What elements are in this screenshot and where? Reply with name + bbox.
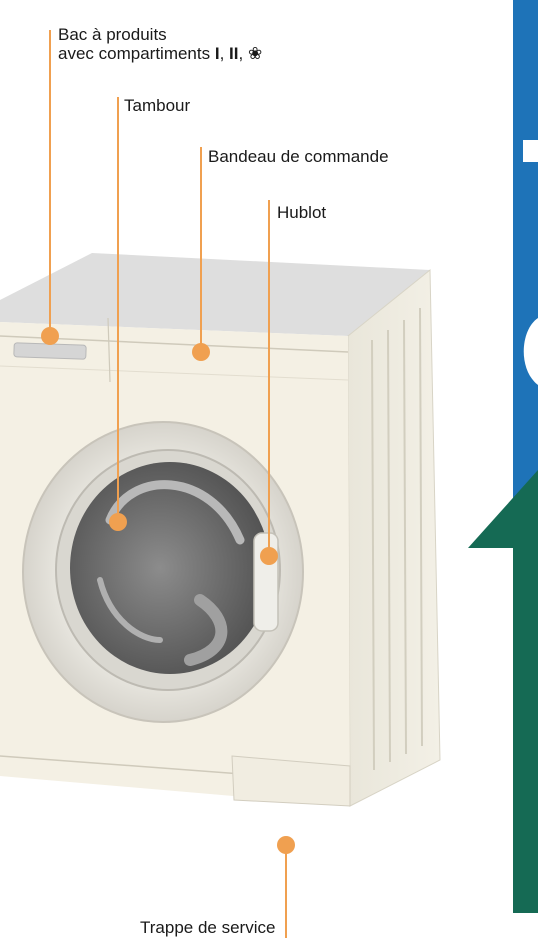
drum-highlight-3 xyxy=(97,577,163,643)
softener-flower-icon: ❀ xyxy=(247,44,263,63)
label-compartment-2: II xyxy=(229,44,239,63)
blue-panel xyxy=(513,0,538,500)
callout-dots xyxy=(41,327,295,854)
machine-side xyxy=(347,268,441,807)
callout-dot-drum xyxy=(109,513,127,531)
drum xyxy=(70,462,270,674)
label-porthole: Hublot xyxy=(277,203,327,222)
service-flap-door xyxy=(231,755,351,807)
control-panel-bottom xyxy=(0,365,349,381)
label-control-panel: Bandeau de commande xyxy=(208,147,389,166)
callout-lines xyxy=(49,30,287,938)
label-detergent-line2: avec compartiments I, II, ❀ xyxy=(58,44,262,63)
machine-top xyxy=(0,253,430,336)
label-service-flap: Trappe de service xyxy=(140,918,276,937)
label-detergent-line1: Bac à produits xyxy=(58,25,167,44)
green-panel-arrow xyxy=(468,470,538,548)
drum-highlight-1 xyxy=(105,480,245,545)
label-drum: Tambour xyxy=(124,96,191,115)
decorative-panels xyxy=(468,0,538,913)
blue-panel-glyph xyxy=(523,318,538,385)
side-ribs xyxy=(371,307,423,771)
callout-dot-service xyxy=(277,836,295,854)
label-detergent-drawer: Bac à produits avec compartiments I, II,… xyxy=(58,25,262,63)
drum-highlight-2 xyxy=(184,594,228,666)
callout-dot-porthole xyxy=(260,547,278,565)
label-separator-1: , xyxy=(219,44,230,63)
detergent-drawer-handle xyxy=(13,342,87,360)
green-panel xyxy=(513,548,538,913)
blue-panel-notch xyxy=(523,140,538,162)
washing-machine xyxy=(0,253,441,807)
label-detergent-prefix: avec compartiments xyxy=(58,44,215,63)
label-compartment-1: I xyxy=(214,44,220,63)
panel-divider xyxy=(107,317,111,383)
callout-dot-control-panel xyxy=(192,343,210,361)
callout-dot-detergent xyxy=(41,327,59,345)
label-separator-2: , xyxy=(238,44,248,63)
